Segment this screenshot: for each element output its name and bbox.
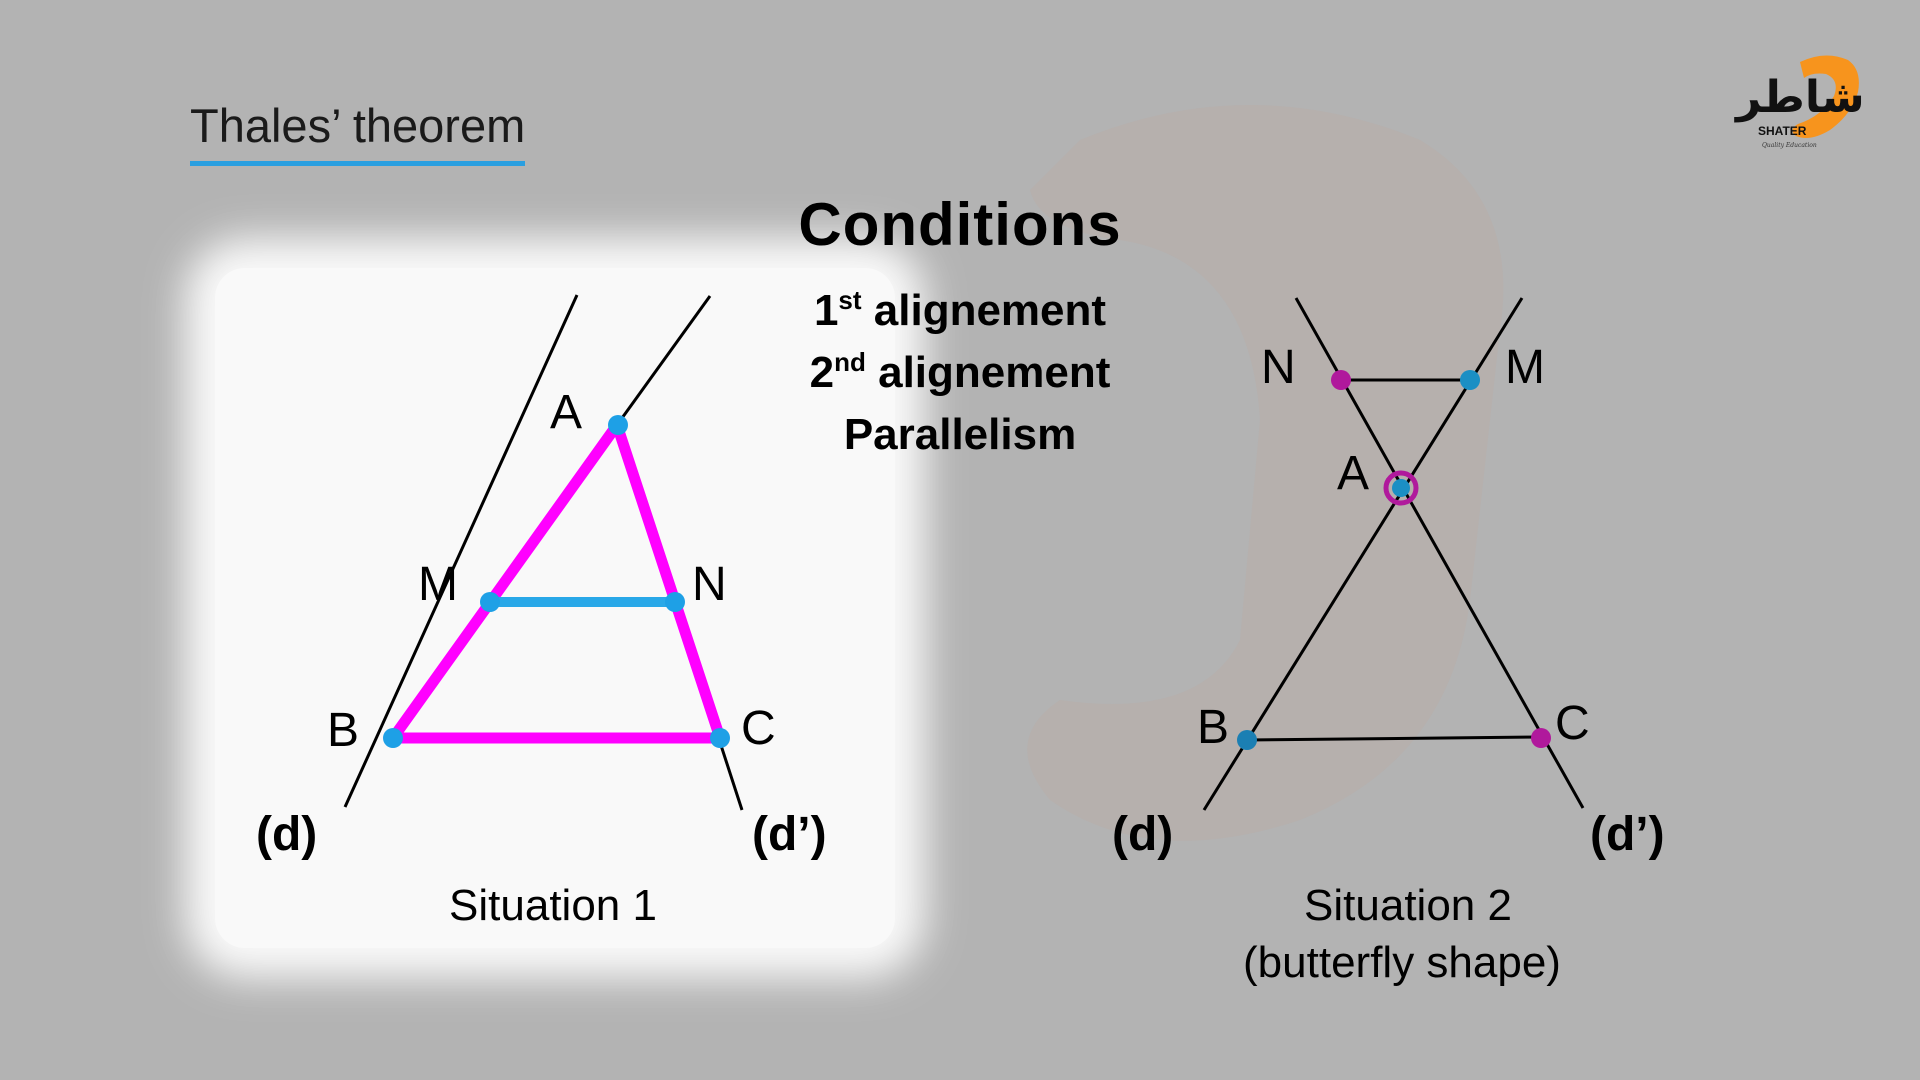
situation1-label-d: (d) — [256, 808, 317, 861]
topic-title: Thales’ theorem — [190, 98, 526, 166]
situation2-point-c — [1531, 728, 1551, 748]
situation1-line-d — [343, 294, 579, 808]
situation2-label-a: A — [1337, 447, 1369, 500]
situation2-label-d: (d) — [1112, 808, 1173, 861]
situation2-point-b — [1237, 730, 1257, 750]
situation1-label-c: C — [741, 702, 776, 755]
situation1-triangle-abc — [387, 419, 726, 744]
situation1-label-d-prime: (d’) — [752, 808, 827, 861]
situation2-point-n — [1331, 370, 1351, 390]
situation2-segment-bc — [1246, 735, 1542, 742]
condition-first-alignment: 1st alignement — [813, 285, 1107, 335]
situation1-caption: Situation 1 — [449, 881, 657, 930]
situation2-label-n: N — [1261, 341, 1296, 394]
situation1-highlight-panel — [215, 268, 895, 948]
situation2-label-m: M — [1505, 341, 1545, 394]
situation2-point-m — [1460, 370, 1480, 390]
situation1-label-a: A — [550, 386, 582, 439]
situation2-point-a — [1392, 479, 1410, 497]
shater-logo-icon: شاطر SHATER Quality Education — [1734, 55, 1865, 149]
situation1-line-d-prime — [615, 295, 712, 426]
situation2-figure: N M A B C (d) (d’) Situation 2 (butterfl… — [1112, 297, 1665, 987]
situation2-caption-line1: Situation 2 — [1304, 881, 1512, 930]
condition-parallelism: Parallelism — [843, 410, 1077, 459]
situation1-label-b: B — [327, 704, 359, 757]
situation1-point-a — [608, 415, 628, 435]
situation1-point-b — [383, 728, 403, 748]
svg-text:SHATER: SHATER — [1758, 124, 1807, 138]
situation2-label-d-prime: (d’) — [1590, 808, 1665, 861]
conditions-title: Conditions — [798, 191, 1122, 258]
condition-second-alignment: 2nd alignement — [809, 347, 1111, 397]
situation1-point-c — [710, 728, 730, 748]
svg-text:Quality Education: Quality Education — [1762, 142, 1817, 149]
situation1-label-m: M — [418, 558, 458, 611]
situation2-label-c: C — [1555, 697, 1590, 750]
situation1-label-n: N — [692, 558, 727, 611]
situation2-label-b: B — [1197, 701, 1229, 754]
situation1-figure: A M N B C (d) (d’) Situation 1 — [256, 294, 827, 930]
situation1-point-n — [665, 592, 685, 612]
situation2-point-a-ring — [1383, 470, 1419, 506]
situation2-caption-line2: (butterfly shape) — [1243, 938, 1561, 987]
svg-text:شاطر: شاطر — [1734, 72, 1865, 123]
conditions-list: 1st alignement 2nd alignement Parallelis… — [700, 280, 1220, 466]
situation1-point-m — [480, 592, 500, 612]
